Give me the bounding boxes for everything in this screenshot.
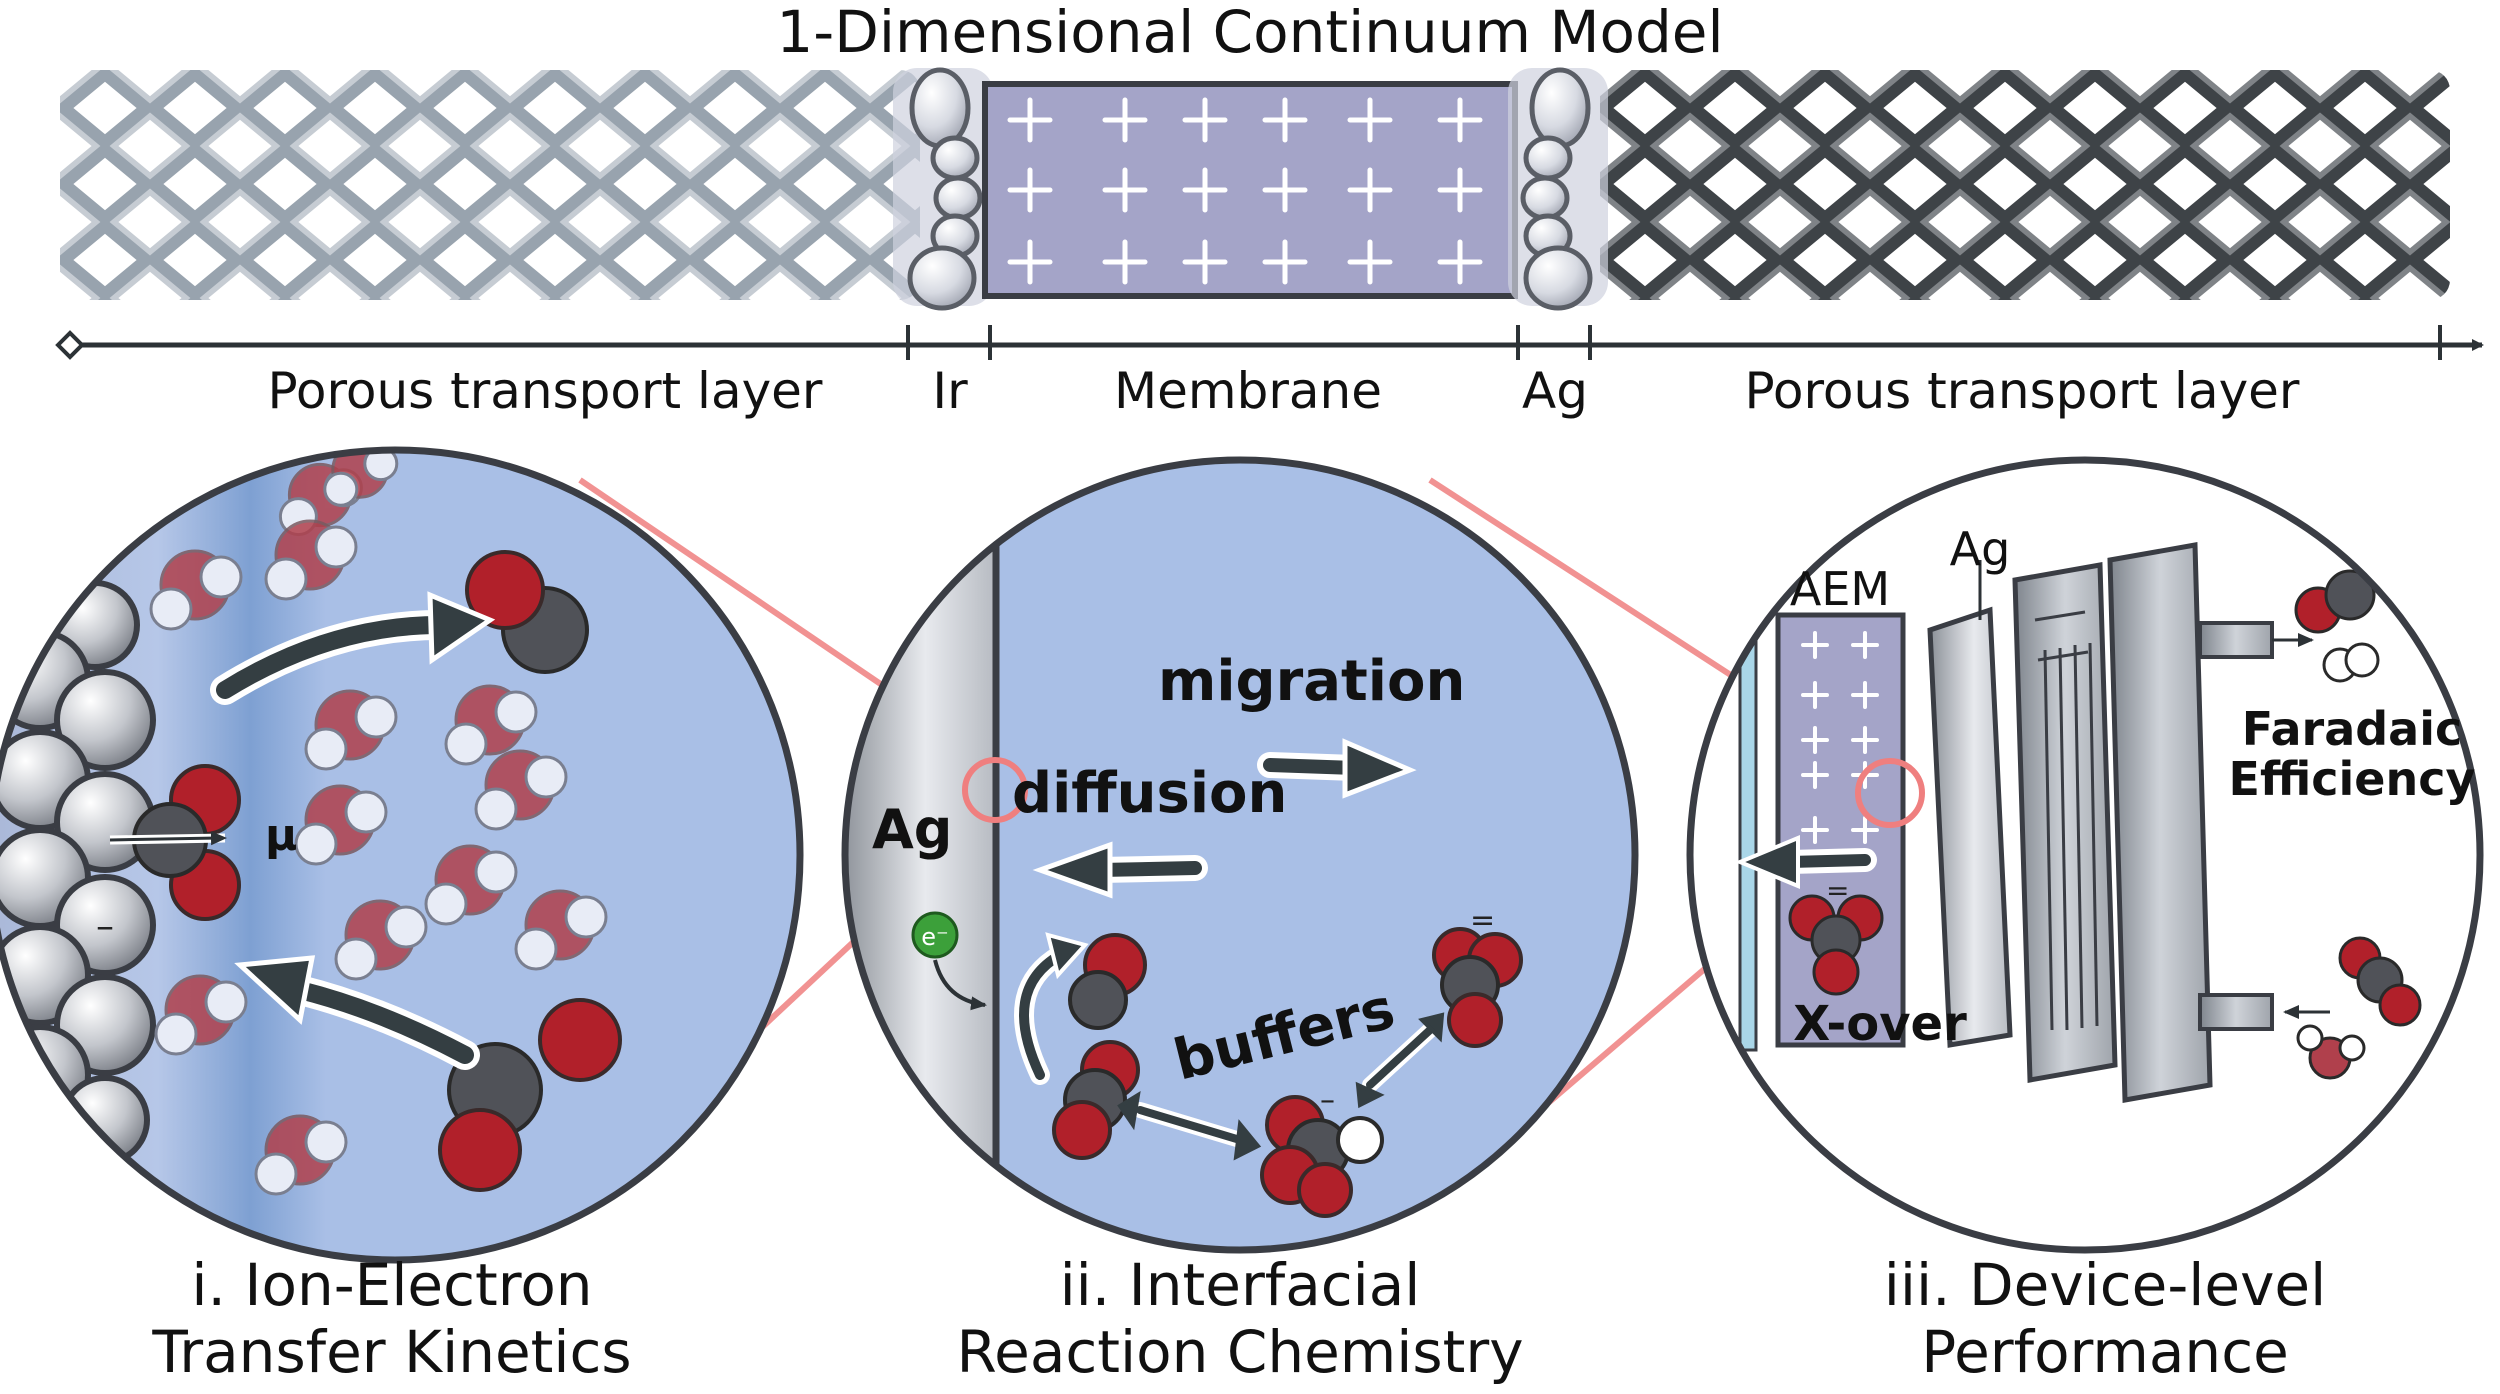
aem-plus-charge (1851, 816, 1879, 844)
water-molecule (474, 749, 568, 831)
axis-label-ir: Ir (932, 362, 968, 420)
aem-plus-charge (1851, 681, 1879, 709)
ag-layer (1927, 606, 2013, 1048)
membrane-plus-charge (1102, 167, 1148, 213)
membrane-plus-charge (1347, 167, 1393, 213)
aem-plus-charge (1801, 631, 1829, 659)
equilibrium-arrows (1117, 1012, 1445, 1161)
co2-inlet-molecule (2338, 936, 2422, 1027)
aem-plus-charge (1851, 631, 1879, 659)
zoom-target-ring (962, 757, 1028, 823)
membrane-plus-charge (1182, 239, 1228, 285)
h2-outlet-molecule (2322, 642, 2380, 683)
membrane-plus-charge (1007, 239, 1053, 285)
membrane-plus-charge (1007, 167, 1053, 213)
aem-plus-charge (1851, 726, 1879, 754)
axis-label-ptl-right: Porous transport layer (1744, 362, 2299, 420)
membrane-plus-charge (1262, 97, 1308, 143)
water-molecule (254, 1114, 348, 1196)
aem-plus-charge (1801, 681, 1829, 709)
water-molecule (294, 784, 388, 866)
ptl-left (60, 70, 920, 300)
co-product (465, 550, 589, 674)
ir-catalyst-layer (893, 67, 993, 311)
water-molecules (149, 450, 608, 1196)
reaction-arrows (210, 591, 496, 1070)
water-inlet-molecule (2296, 1024, 2366, 1080)
water-molecule (304, 689, 398, 771)
label-efficiency: Efficiency (2229, 752, 2476, 806)
co2-molecule (1052, 1040, 1140, 1160)
co-outlet-molecule (2294, 569, 2376, 634)
aem-plus-charge (1801, 761, 1829, 789)
label-diffusion: diffusion (1012, 761, 1287, 826)
carbonate-charge: = (1470, 903, 1495, 938)
electron-label: e⁻ (921, 923, 948, 951)
electrode-negative-sign: – (96, 906, 114, 947)
bicarbonate-ion (1260, 1095, 1384, 1218)
membrane-plus-charge (1262, 239, 1308, 285)
co-molecule (1068, 933, 1147, 1030)
label-faradaic: Faradaic (2242, 702, 2463, 756)
position-axis (55, 325, 2484, 360)
caption-panel-2-line-1: ii. Interfacial (1060, 1251, 1421, 1319)
water-molecule (444, 684, 538, 766)
label-ag-device: Ag (1950, 522, 2011, 576)
membrane-plus-charge (1182, 97, 1228, 143)
membrane-plus-charge (1182, 167, 1228, 213)
membrane-plus-charge (1262, 167, 1308, 213)
water-molecule (514, 889, 608, 971)
caption-panel-3-line-1: iii. Device-level (1884, 1251, 2326, 1319)
water-molecule (334, 899, 428, 981)
aem-plus-charge (1801, 726, 1829, 754)
membrane-plus-charge (1347, 97, 1393, 143)
membrane-plus-charge (1102, 239, 1148, 285)
label-xover: X-over (1793, 996, 1967, 1052)
figure-title: 1-Dimensional Continuum Model (776, 0, 1723, 66)
membrane-plus-charge (1102, 97, 1148, 143)
adsorbed-co2 (109, 764, 241, 921)
electrode-spheres (0, 534, 156, 1165)
end-plate (2107, 542, 2213, 1103)
caption-panel-1-line-1: i. Ion-Electron (191, 1251, 592, 1319)
axis-label-membrane: Membrane (1114, 362, 1382, 420)
membrane-block (982, 81, 1518, 299)
crossover-carbonate (1788, 894, 1884, 996)
panel-ion-electron-transfer: – μ (0, 446, 804, 1264)
panel-interfacial-chemistry: e⁻ = (841, 456, 1639, 1254)
carbonate-ion (1432, 927, 1523, 1048)
caption-panel-3-line-2: Performance (1921, 1318, 2289, 1386)
zoom-target-ring-device (1855, 758, 1925, 828)
membrane-plus-charge (1437, 167, 1483, 213)
water-molecule (154, 974, 248, 1056)
axis-label-ag: Ag (1522, 362, 1588, 420)
water-molecule (264, 519, 358, 601)
ptl-right (1600, 70, 2450, 300)
caption-panel-1-line-2: Transfer Kinetics (151, 1318, 631, 1386)
label-migration: migration (1158, 649, 1465, 714)
caption-panel-2-line-2: Reaction Chemistry (956, 1318, 1523, 1386)
mu-symbol: μ (265, 810, 297, 861)
water-molecule (424, 844, 518, 926)
bicarbonate-charge: – (1320, 1083, 1335, 1118)
label-ag-surface: Ag (872, 798, 952, 861)
membrane-plus-charge (1437, 239, 1483, 285)
membrane-plus-charge (1347, 239, 1393, 285)
membrane-plus-charge (1007, 97, 1053, 143)
water-molecule (149, 549, 243, 631)
flow-field-plate (2012, 562, 2118, 1083)
crossover-charge: = (1826, 874, 1849, 907)
axis-label-ptl-left: Porous transport layer (267, 362, 822, 420)
panel-device-performance: = AEM Ag Faradaic Efficiency X-over (1686, 456, 2484, 1254)
label-aem: AEM (1790, 562, 1890, 616)
transport-arrows (1032, 738, 1417, 899)
membrane-plus-charge (1437, 97, 1483, 143)
ag-catalyst-layer (1508, 67, 1608, 311)
aem-plus-charge (1801, 816, 1829, 844)
electron-marker (911, 911, 959, 959)
